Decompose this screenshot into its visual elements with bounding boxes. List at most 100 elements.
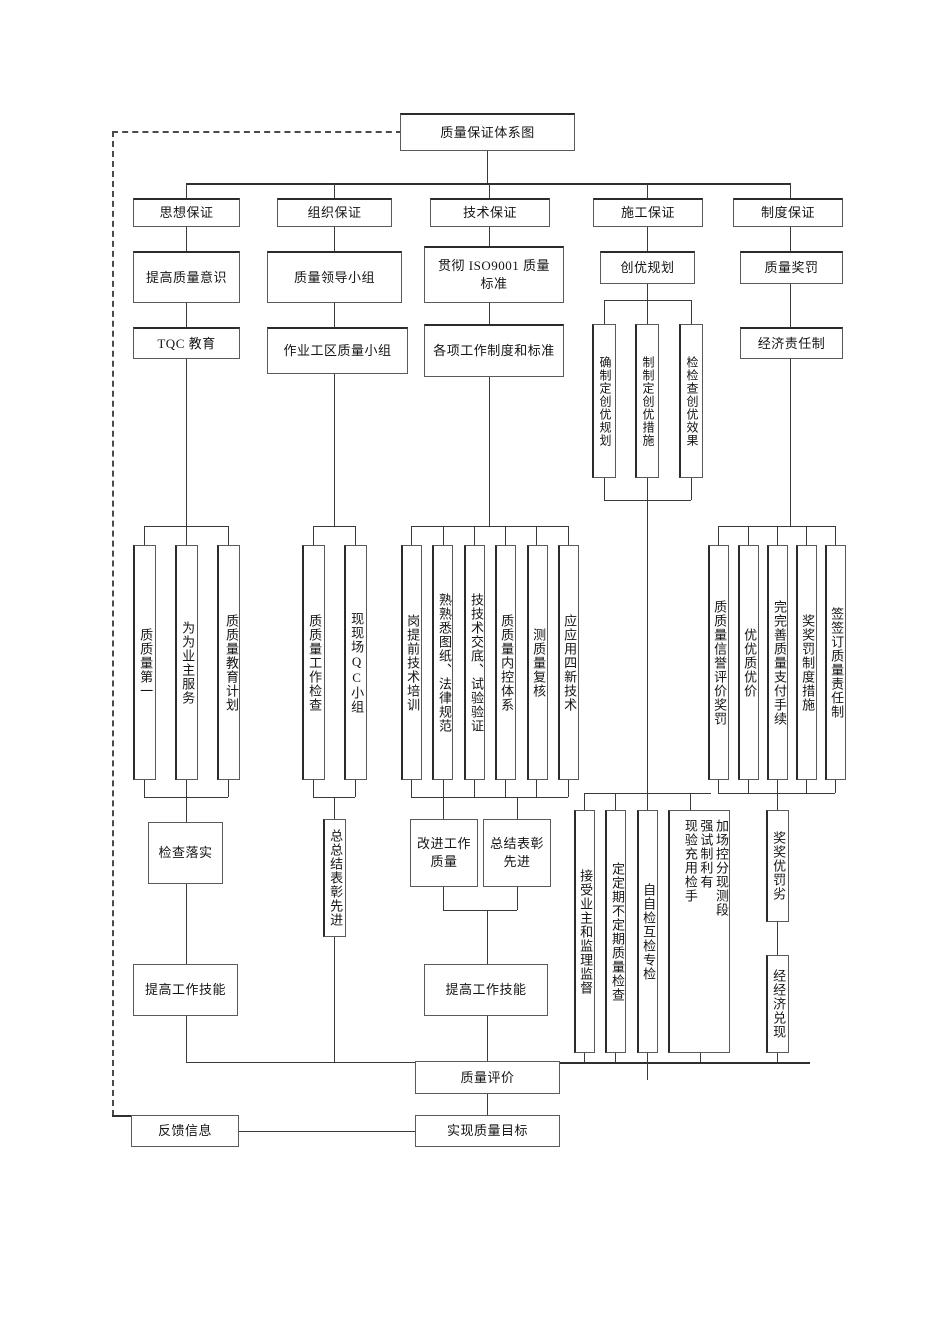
node-internal-quality-control-system[interactable]: 质质量内控体系: [495, 545, 516, 780]
node-accept-owner-supervision-label: 接受业主和监理监督: [578, 868, 594, 995]
ideology-up-1: [144, 780, 145, 797]
node-economic-responsibility[interactable]: 经济责任制: [740, 327, 843, 359]
node-improve-payment-procedures[interactable]: 完完善质量支付手续: [767, 545, 788, 780]
node-quality-leadership-group[interactable]: 质量领导小组: [267, 251, 402, 303]
node-sign-quality-responsibility[interactable]: 签签订质量责任制: [825, 545, 846, 780]
ideology-drop-1: [144, 526, 145, 545]
root-node[interactable]: 质量保证体系图: [400, 113, 575, 151]
pillar-organization-label: 组织保证: [307, 205, 362, 221]
sys-up-3: [777, 780, 778, 793]
reward-to-cash: [777, 922, 778, 955]
tech-up-5: [536, 780, 537, 797]
node-onsite-qc-group[interactable]: 现现场QC小组: [344, 545, 367, 780]
trunk-system: [790, 359, 791, 526]
node-achieve-quality-goal[interactable]: 实现质量目标: [415, 1115, 560, 1147]
node-technical-disclosure-testing-label: 技技术交底、试验验证: [469, 592, 484, 733]
node-raise-quality-awareness[interactable]: 提高质量意识: [133, 251, 240, 303]
constr-drop-4: [690, 793, 691, 810]
tech-res-up-1: [443, 887, 444, 910]
node-accept-owner-supervision[interactable]: 接受业主和监理监督: [574, 810, 595, 1053]
node-check-implementation[interactable]: 检查落实: [148, 822, 223, 884]
node-feedback-info[interactable]: 反馈信息: [131, 1115, 239, 1147]
node-quality-reward-penalty[interactable]: 质量奖罚: [740, 251, 843, 284]
node-serve-owner[interactable]: 为为业主服务: [175, 545, 198, 780]
node-quality-first[interactable]: 质质量第一: [133, 545, 156, 780]
skill-mid-to-eval: [487, 1016, 488, 1062]
chuangyou-to-construction: [647, 500, 648, 793]
feedback-to-goal: [239, 1131, 415, 1132]
pillar-organization[interactable]: 组织保证: [277, 198, 392, 227]
node-quality-reward-penalty-label: 质量奖罚: [764, 260, 819, 276]
stem-ideology-l4: [186, 303, 187, 327]
sys-drop-1: [718, 526, 719, 545]
node-improve-work-quality-label: 改进工作质量: [416, 836, 471, 869]
node-technical-disclosure-testing[interactable]: 技技术交底、试验验证: [464, 545, 485, 780]
feedback-dashed-top: [112, 131, 402, 133]
sys-drop-5: [835, 526, 836, 545]
node-pre-post-training[interactable]: 岗提前技术培训: [401, 545, 422, 780]
chuangyou-up-2: [647, 478, 648, 500]
node-strengthen-onsite-control[interactable]: 加场控分现测段强试制利有现验充用检手: [668, 810, 730, 1053]
ideology-up-2: [186, 780, 187, 797]
node-work-systems-standards[interactable]: 各项工作制度和标准: [424, 324, 564, 377]
node-familiar-drawings-regulations[interactable]: 熟熟悉图纸、法律规范: [432, 545, 453, 780]
node-improve-work-quality[interactable]: 改进工作质量: [410, 819, 478, 887]
node-reward-good-punish-bad[interactable]: 奖奖优罚劣: [766, 810, 789, 922]
tech-drop-2: [443, 526, 444, 545]
node-pre-post-training-label: 岗提前技术培训: [405, 613, 421, 712]
org-up-1: [313, 780, 314, 797]
chuangyou-drop-1: [604, 300, 605, 324]
stem-technical-l3: [489, 227, 490, 246]
node-check-implementation-label: 检查落实: [158, 845, 213, 861]
node-summarize-commend-mid-label: 总结表彰先进: [489, 836, 544, 869]
node-tqc-education-label: TQC 教育: [157, 335, 216, 351]
node-work-area-quality-group-label: 作业工区质量小组: [283, 343, 392, 359]
constr-to-eval: [647, 1062, 648, 1080]
pillar-ideology[interactable]: 思想保证: [133, 198, 240, 227]
node-economic-responsibility-label: 经济责任制: [757, 335, 826, 351]
node-self-mutual-special-inspection[interactable]: 自自检互检专检: [637, 810, 658, 1053]
node-excellence-plan[interactable]: 创优规划: [600, 251, 695, 284]
pillar-bus: [186, 183, 790, 185]
stem-system-l4: [790, 284, 791, 327]
constr-up-1: [584, 1053, 585, 1062]
node-improve-skill-mid-label: 提高工作技能: [445, 982, 527, 998]
stem-construction-l3: [647, 227, 648, 251]
stem-system-l3: [790, 227, 791, 251]
node-quality-work-inspection[interactable]: 质质量工作检查: [302, 545, 325, 780]
pillar-system[interactable]: 制度保证: [733, 198, 843, 227]
node-define-excellence-plan[interactable]: 确制定创优规划: [592, 324, 616, 478]
node-summarize-commend-left[interactable]: 总总结表彰先进: [323, 819, 346, 937]
node-quality-first-label: 质质量第一: [138, 627, 154, 698]
node-tqc-education[interactable]: TQC 教育: [133, 327, 240, 359]
node-improve-skill-left[interactable]: 提高工作技能: [133, 964, 238, 1016]
node-summarize-commend-mid[interactable]: 总结表彰先进: [483, 819, 551, 887]
node-quality-recheck[interactable]: 测质量复核: [527, 545, 548, 780]
chuangyou-drop-3: [691, 300, 692, 324]
node-quality-education-plan[interactable]: 质质量教育计划: [217, 545, 240, 780]
node-formulate-excellence-measures[interactable]: 制制定创优措施: [635, 324, 659, 478]
node-inspect-excellence-results[interactable]: 检检查创优效果: [679, 324, 703, 478]
pillar-drop-2: [334, 183, 335, 198]
node-iso9001[interactable]: 贯彻 ISO9001 质量标准: [424, 246, 564, 303]
node-apply-four-new-tech[interactable]: 应应用四新技术: [558, 545, 579, 780]
node-improve-skill-mid[interactable]: 提高工作技能: [424, 964, 548, 1016]
node-periodic-quality-inspection[interactable]: 定定期不定期质量检查: [605, 810, 626, 1053]
root-label: 质量保证体系图: [440, 124, 535, 140]
node-reward-penalty-measures[interactable]: 奖奖罚制度措施: [796, 545, 817, 780]
tech-res-bus: [443, 910, 517, 911]
node-economic-settlement[interactable]: 经经济兑现: [766, 955, 789, 1053]
pillar-technical[interactable]: 技术保证: [430, 198, 550, 227]
root-stem: [487, 151, 488, 183]
pillar-construction[interactable]: 施工保证: [593, 198, 703, 227]
node-reward-good-punish-bad-label: 奖奖优罚劣: [771, 831, 787, 901]
sys-up-4: [806, 780, 807, 793]
constr-drop-3: [647, 793, 648, 810]
ideology-to-check: [186, 797, 187, 822]
node-quality-reputation-evaluation-label: 质质量信誉评价奖罚: [712, 599, 728, 726]
node-quality-price-link[interactable]: 优优质优价: [738, 545, 759, 780]
node-quality-evaluation[interactable]: 质量评价: [415, 1061, 560, 1094]
stem-ideology-l3: [186, 227, 187, 251]
node-work-area-quality-group[interactable]: 作业工区质量小组: [267, 327, 408, 374]
node-quality-reputation-evaluation[interactable]: 质质量信誉评价奖罚: [708, 545, 729, 780]
